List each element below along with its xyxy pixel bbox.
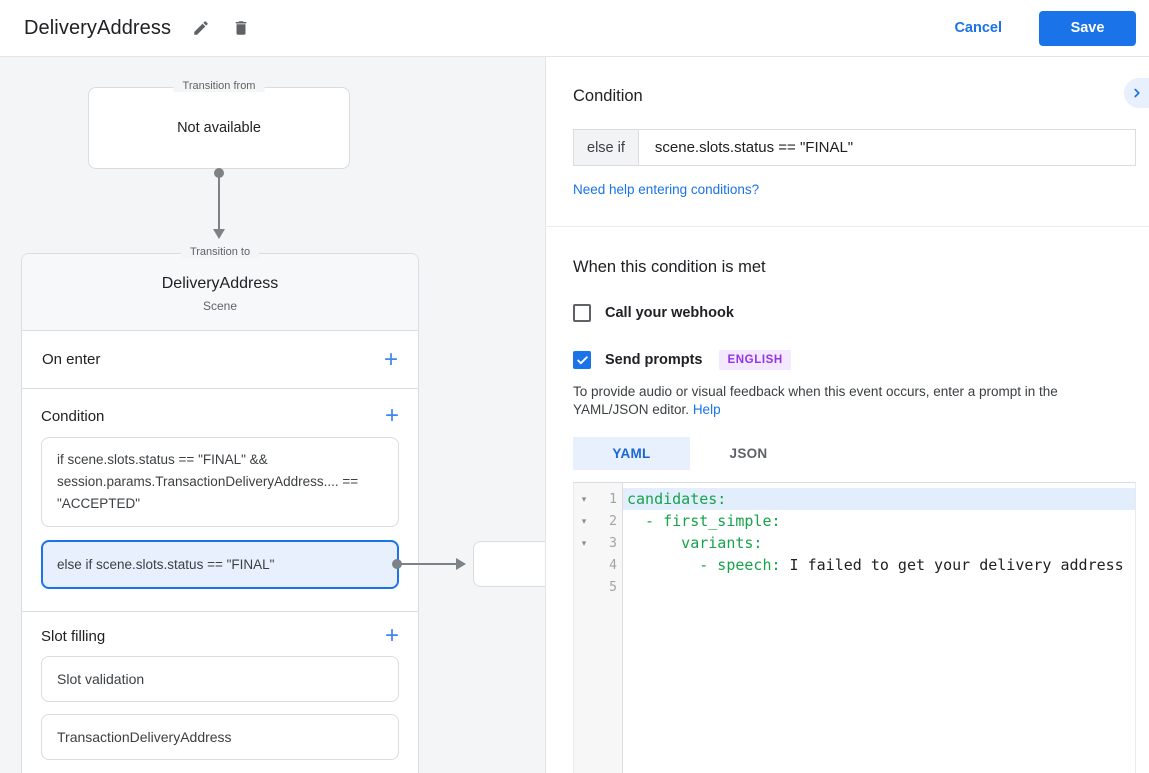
yaml-key: candidates: <box>627 490 727 508</box>
code-line[interactable] <box>623 576 1135 598</box>
collapse-panel-button[interactable] <box>1124 78 1149 108</box>
gutter-row: 4 <box>574 554 622 576</box>
send-prompts-row: Send prompts ENGLISH <box>573 350 1136 370</box>
line-number: 3 <box>609 535 617 551</box>
slot-item[interactable]: Slot validation <box>41 656 399 702</box>
chevron-right-icon <box>1133 88 1140 98</box>
add-slot-button[interactable]: + <box>384 622 399 649</box>
triangle-down-icon[interactable]: ▾ <box>581 493 587 504</box>
yaml-key: variants: <box>627 534 763 552</box>
gutter-row: ▾ 3 <box>574 532 622 554</box>
code-line[interactable]: - speech: I failed to get your delivery … <box>623 554 1135 576</box>
add-condition-button[interactable]: + <box>384 402 399 429</box>
line-number: 4 <box>609 557 617 573</box>
condition-section: Condition + if scene.slots.status == "FI… <box>22 389 418 612</box>
scene-type-label: Scene <box>202 299 238 313</box>
editor-tabs: YAML JSON <box>573 437 1136 470</box>
gutter-row: ▾ 1 <box>574 488 622 510</box>
webhook-checkbox[interactable] <box>573 304 591 322</box>
webhook-row: Call your webhook <box>573 304 1136 322</box>
scene-name: DeliveryAddress <box>161 275 279 292</box>
slot-filling-section: Slot filling + Slot validation Transacti… <box>22 612 418 760</box>
slot-filling-section-head: Slot filling + <box>41 612 399 656</box>
scene-node-card: Transition to DeliveryAddress Scene On e… <box>21 246 419 773</box>
slot-filling-label: Slot filling <box>41 627 106 645</box>
prompt-description-text: To provide audio or visual feedback when… <box>573 384 1058 417</box>
help-link[interactable]: Help <box>692 401 721 417</box>
gutter-row: 5 <box>574 576 622 598</box>
yaml-key: - speech: <box>627 556 781 574</box>
yaml-value: I failed to get your delivery address <box>780 556 1124 574</box>
header-bar: DeliveryAddress Cancel Save <box>0 0 1149 57</box>
triangle-down-icon[interactable]: ▾ <box>581 537 587 548</box>
flow-canvas: Transition from Not available Transition… <box>0 57 546 773</box>
main-split: Transition from Not available Transition… <box>0 57 1149 773</box>
page-title: DeliveryAddress <box>24 16 172 39</box>
condition-expression-field[interactable]: scene.slots.status == "FINAL" <box>654 139 854 156</box>
yaml-code-editor: ▾ 1 ▾ 2 ▾ 3 4 <box>573 482 1136 773</box>
flow-arrow-start-dot <box>214 168 224 178</box>
transition-to-legend: Transition to <box>180 246 260 258</box>
code-line[interactable]: - first_simple: <box>623 510 1135 532</box>
editor-code-area[interactable]: candidates: - first_simple: variants: - … <box>623 483 1135 773</box>
save-button[interactable]: Save <box>1039 10 1136 46</box>
transition-from-legend: Transition from <box>173 80 265 92</box>
line-number: 5 <box>609 579 617 595</box>
connector-line <box>401 563 457 565</box>
connector-start-dot <box>392 559 402 569</box>
code-line[interactable]: variants: <box>623 532 1135 554</box>
condition-panel: Condition else if scene.slots.status == … <box>546 57 1149 773</box>
transition-from-node[interactable]: Transition from Not available <box>88 80 350 169</box>
condition-met-title: When this condition is met <box>573 258 766 276</box>
tab-json[interactable]: JSON <box>690 437 807 470</box>
condition-prefix: else if <box>574 130 639 165</box>
condition-section-head: Condition + <box>41 389 399 437</box>
conditions-help-link[interactable]: Need help entering conditions? <box>573 182 760 197</box>
webhook-label: Call your webhook <box>605 305 734 321</box>
triangle-down-icon[interactable]: ▾ <box>581 515 587 526</box>
scene-card-header[interactable]: DeliveryAddress Scene <box>22 254 418 331</box>
checkmark-icon <box>576 355 588 364</box>
panel-title: Condition <box>573 87 643 105</box>
line-number: 2 <box>609 513 617 529</box>
language-badge: ENGLISH <box>719 350 791 370</box>
condition-expression-input: else if scene.slots.status == "FINAL" <box>573 129 1136 166</box>
flow-arrowhead-down-icon <box>213 229 225 239</box>
trash-icon <box>235 21 247 35</box>
gutter-row: ▾ 2 <box>574 510 622 532</box>
condition-item-selected[interactable]: else if scene.slots.status == "FINAL" <box>41 540 399 589</box>
editor-gutter: ▾ 1 ▾ 2 ▾ 3 4 <box>574 483 623 773</box>
transition-from-value: Not available <box>177 120 261 136</box>
flow-arrow-line <box>218 175 220 229</box>
tab-yaml[interactable]: YAML <box>573 437 690 470</box>
condition-item[interactable]: if scene.slots.status == "FINAL" && sess… <box>41 437 399 527</box>
cancel-button[interactable]: Cancel <box>954 20 1002 36</box>
yaml-key: - first_simple: <box>627 512 781 530</box>
connector-arrowhead-right-icon <box>456 558 466 570</box>
line-number: 1 <box>609 491 617 507</box>
prompt-description: To provide audio or visual feedback when… <box>573 383 1135 418</box>
send-prompts-label: Send prompts <box>605 352 703 368</box>
edit-scene-button[interactable] <box>189 16 213 40</box>
on-enter-section: On enter + <box>22 331 418 389</box>
send-prompts-checkbox[interactable] <box>573 351 591 369</box>
pencil-icon <box>194 21 208 35</box>
transition-target-node[interactable] <box>473 541 545 587</box>
condition-label: Condition <box>41 407 105 425</box>
code-line[interactable]: candidates: <box>623 488 1135 510</box>
delete-scene-button[interactable] <box>229 16 253 40</box>
add-on-enter-button[interactable]: + <box>383 345 398 373</box>
on-enter-label: On enter <box>42 351 101 368</box>
panel-divider <box>546 226 1149 227</box>
slot-item[interactable]: TransactionDeliveryAddress <box>41 714 399 760</box>
